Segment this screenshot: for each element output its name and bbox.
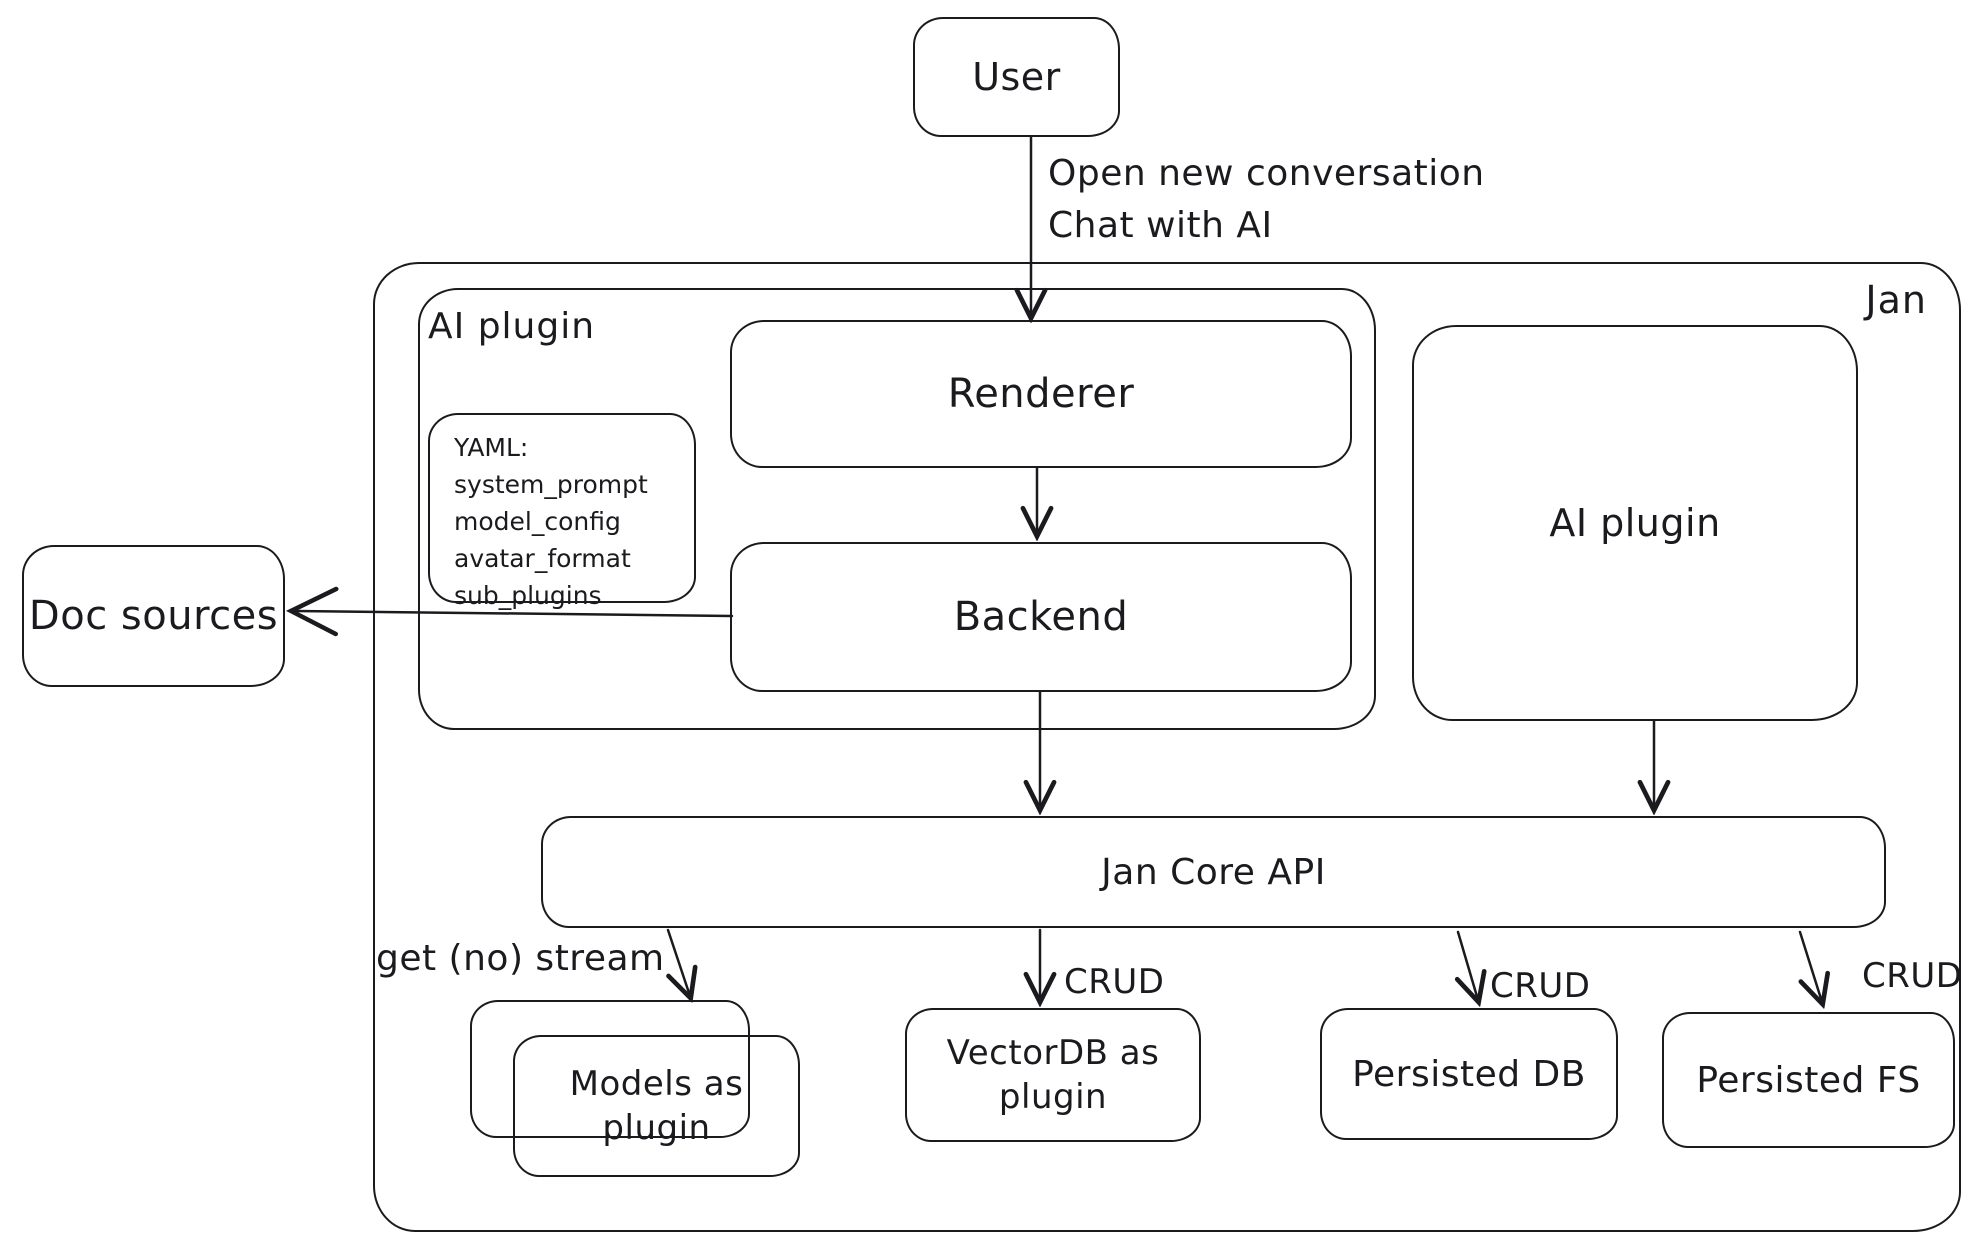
vectordb-plugin-node-label: VectorDB as plugin: [946, 1032, 1160, 1117]
yaml-line-title: YAML:: [454, 433, 529, 462]
persisted-fs-node-label: Persisted FS: [1696, 1059, 1921, 1101]
doc-sources-node: Doc sources: [22, 545, 285, 687]
yaml-line-model-config: model_config: [454, 507, 621, 536]
renderer-node: Renderer: [730, 320, 1352, 468]
renderer-node-label: Renderer: [947, 371, 1135, 417]
edge-label-get-no-stream: get (no) stream: [376, 938, 665, 979]
vectordb-plugin-node: VectorDB as plugin: [905, 1008, 1201, 1142]
yaml-note: YAML: system_prompt model_config avatar_…: [428, 413, 696, 610]
ai-plugin-node-label: AI plugin: [1549, 501, 1721, 545]
yaml-line-sub-plugins: sub_plugins: [454, 581, 602, 610]
ai-plugin-container-label: AI plugin: [428, 306, 596, 347]
yaml-note-text: YAML: system_prompt model_config avatar_…: [430, 415, 648, 614]
edge-label-crud-persisted-fs: CRUD: [1862, 956, 1963, 996]
user-node: User: [913, 17, 1120, 137]
jan-container-label: Jan: [1865, 278, 1927, 322]
doc-sources-node-label: Doc sources: [28, 593, 279, 639]
user-node-label: User: [972, 55, 1061, 99]
edge-label-user-to-renderer: Open new conversation Chat with AI: [1048, 148, 1485, 252]
models-plugin-node-back: [470, 1000, 750, 1138]
edge-label-chat-with-ai: Chat with AI: [1048, 205, 1273, 247]
ai-plugin-node: AI plugin: [1412, 325, 1858, 721]
edge-label-crud-vectordb: CRUD: [1064, 962, 1165, 1002]
backend-node-label: Backend: [953, 594, 1129, 640]
backend-node: Backend: [730, 542, 1352, 692]
models-plugin-node: Models as plugin: [513, 1035, 800, 1177]
yaml-line-system-prompt: system_prompt: [454, 470, 648, 499]
edge-label-crud-persisted-db: CRUD: [1490, 966, 1591, 1006]
jan-core-api-node-label: Jan Core API: [1101, 851, 1326, 893]
yaml-line-avatar-format: avatar_format: [454, 544, 631, 573]
persisted-fs-node: Persisted FS: [1662, 1012, 1955, 1148]
models-plugin-node-label: Models as plugin: [569, 1063, 744, 1148]
persisted-db-node-label: Persisted DB: [1352, 1053, 1586, 1095]
edge-label-open-new-conversation: Open new conversation: [1048, 153, 1485, 194]
persisted-db-node: Persisted DB: [1320, 1008, 1618, 1140]
jan-core-api-node: Jan Core API: [541, 816, 1886, 928]
